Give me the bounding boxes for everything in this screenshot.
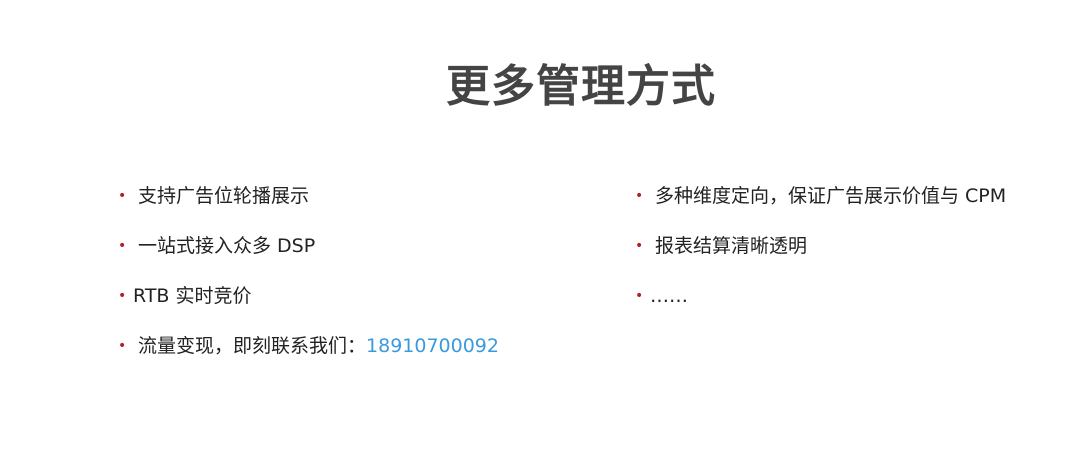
list-item: • 支持广告位轮播展示 (118, 178, 499, 228)
list-item: • 多种维度定向，保证广告展示价值与 CPM (635, 178, 1006, 228)
page-title: 更多管理方式 (446, 61, 716, 112)
list-item: • 流量变现，即刻联系我们：18910700092 (118, 328, 499, 378)
list-item-text: 一站式接入众多 DSP (138, 235, 316, 257)
list-item-text: 多种维度定向，保证广告展示价值与 CPM (655, 185, 1007, 207)
list-item: • 报表结算清晰透明 (635, 228, 1006, 278)
contact-phone-link[interactable]: 18910700092 (366, 335, 499, 357)
bullet-icon: • (118, 238, 127, 254)
bullet-icon: • (635, 288, 644, 304)
list-item-text: 报表结算清晰透明 (655, 235, 808, 257)
feature-list-left: • 支持广告位轮播展示 • 一站式接入众多 DSP • RTB 实时竞价 • 流量变现，… (118, 178, 499, 378)
bullet-icon: • (118, 338, 127, 354)
feature-list-right: • 多种维度定向，保证广告展示价值与 CPM • 报表结算清晰透明 • …… (635, 178, 1006, 328)
bullet-icon: • (118, 288, 127, 304)
list-item-text: 支持广告位轮播展示 (138, 185, 310, 207)
list-item-text: …… (650, 285, 688, 307)
list-item-text: 流量变现，即刻联系我们： (138, 335, 367, 357)
list-item: • …… (635, 278, 1006, 328)
list-item: • 一站式接入众多 DSP (118, 228, 499, 278)
bullet-icon: • (118, 188, 127, 204)
list-item-text: RTB 实时竞价 (133, 285, 252, 307)
list-item: • RTB 实时竞价 (118, 278, 499, 328)
bullet-icon: • (635, 188, 644, 204)
bullet-icon: • (635, 238, 644, 254)
